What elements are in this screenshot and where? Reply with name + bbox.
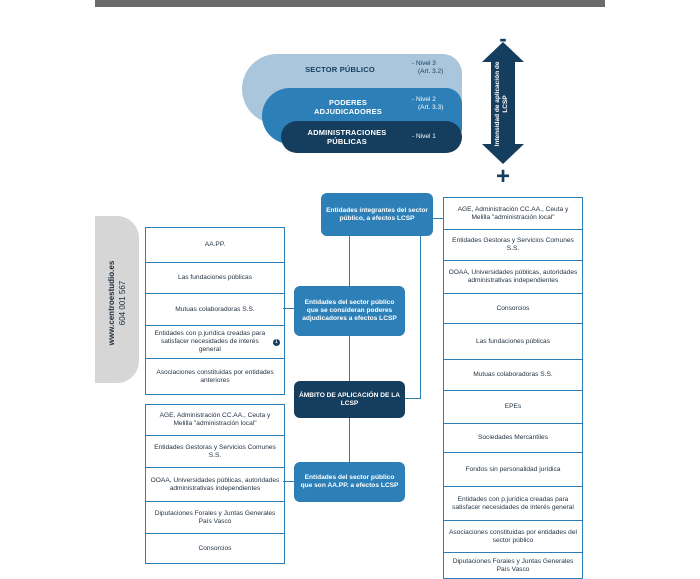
tier-level: - Nivel 1 xyxy=(412,133,436,140)
side-tab xyxy=(95,216,139,383)
list-item: Fondos sin personalidad jurídica xyxy=(444,452,582,486)
tier-level: - Nivel 2 xyxy=(412,96,436,103)
box-poderes-adjudicadores: Entidades del sector público que se cons… xyxy=(294,286,405,336)
arrow-label: Intensidad de aplicación de LCSP xyxy=(494,61,509,147)
list-item: Diputaciones Forales y Juntas Generales … xyxy=(146,501,284,533)
list-item: OOAA, Universidades públicas, autoridade… xyxy=(444,260,582,293)
tier-article: (Art. 3.3) xyxy=(418,104,444,111)
list-item: Asociaciones constituidas por entidades … xyxy=(444,520,582,552)
list-item: Asociaciones constituidas por entidades … xyxy=(146,358,284,394)
list-item: Entidades Gestoras y Servicios Comunes S… xyxy=(444,229,582,260)
minus-sign: - xyxy=(499,26,507,51)
list-item: Consorcios xyxy=(146,533,284,563)
tier-level: - Nivel 3 xyxy=(412,60,436,67)
box-ambito-aplicacion: ÁMBITO DE APLICACIÓN DE LA LCSP xyxy=(294,381,405,418)
double-arrow-icon xyxy=(482,42,524,164)
list-item: AA.PP. xyxy=(204,241,226,248)
box-entidades-aapp: Entidades del sector público que son AA.… xyxy=(294,462,405,502)
box-entidades-integrantes: Entidades integrantes del sector público… xyxy=(321,193,433,236)
phone-number: 604 001 567 xyxy=(118,280,127,326)
tier-administraciones-publicas: ADMINISTRACIONES PÚBLICAS - Nivel 1 xyxy=(281,121,462,153)
list-item: Sociedades Mercantiles xyxy=(444,423,582,452)
list-item: Diputaciones Forales y Juntas Generales … xyxy=(444,552,582,578)
list-item: AGE, Administración CC.AA., Ceuta y Meli… xyxy=(457,205,569,221)
top-bar xyxy=(95,0,605,7)
connector-line xyxy=(349,236,350,286)
tier-name: SECTOR PÚBLICO xyxy=(305,65,375,74)
tier-name: PODERES ADJUDICADORES xyxy=(313,98,383,116)
website-link[interactable]: www.centroestudio.es xyxy=(107,260,116,346)
connector-line xyxy=(283,481,295,482)
tier-name: ADMINISTRACIONES PÚBLICAS xyxy=(307,128,387,146)
list-item: Mutuas colaboradoras S.S. xyxy=(146,293,284,325)
left-top-list: AA.PP. Las fundaciones públicas Mutuas c… xyxy=(145,227,285,395)
tier-article: (Art. 3.2) xyxy=(418,68,444,75)
list-item: Las fundaciones públicas xyxy=(444,323,582,359)
connector-line xyxy=(420,218,421,399)
connector-line xyxy=(283,308,295,309)
list-item: Las fundaciones públicas xyxy=(146,262,284,293)
list-item-text: Entidades con p.jurídica creadas para sa… xyxy=(154,330,266,353)
list-item: Entidades con p.jurídica creadas para sa… xyxy=(146,325,284,358)
note-badge: 1 xyxy=(272,338,280,346)
list-item: EPEs xyxy=(444,390,582,423)
right-list: AGE, Administración CC.AA., Ceuta y Meli… xyxy=(443,197,583,579)
list-item: AGE, Administración CC.AA., Ceuta y Meli… xyxy=(159,412,271,427)
plus-sign: + xyxy=(495,163,510,190)
list-item: Consorcios xyxy=(444,293,582,323)
connector-line xyxy=(349,418,350,462)
list-item: OOAA, Universidades públicas, autoridade… xyxy=(146,467,284,501)
list-item: Mutuas colaboradoras S.S. xyxy=(444,359,582,390)
list-item: Entidades con p.jurídica creadas para sa… xyxy=(444,486,582,520)
list-item: Entidades Gestoras y Servicios Comunes S… xyxy=(146,435,284,467)
contact-info: www.centroestudio.es 604 001 567 xyxy=(106,233,128,373)
connector-line xyxy=(405,398,420,399)
left-bottom-list: AGE, Administración CC.AA., Ceuta y Meli… xyxy=(145,404,285,564)
connector-line xyxy=(349,336,350,381)
